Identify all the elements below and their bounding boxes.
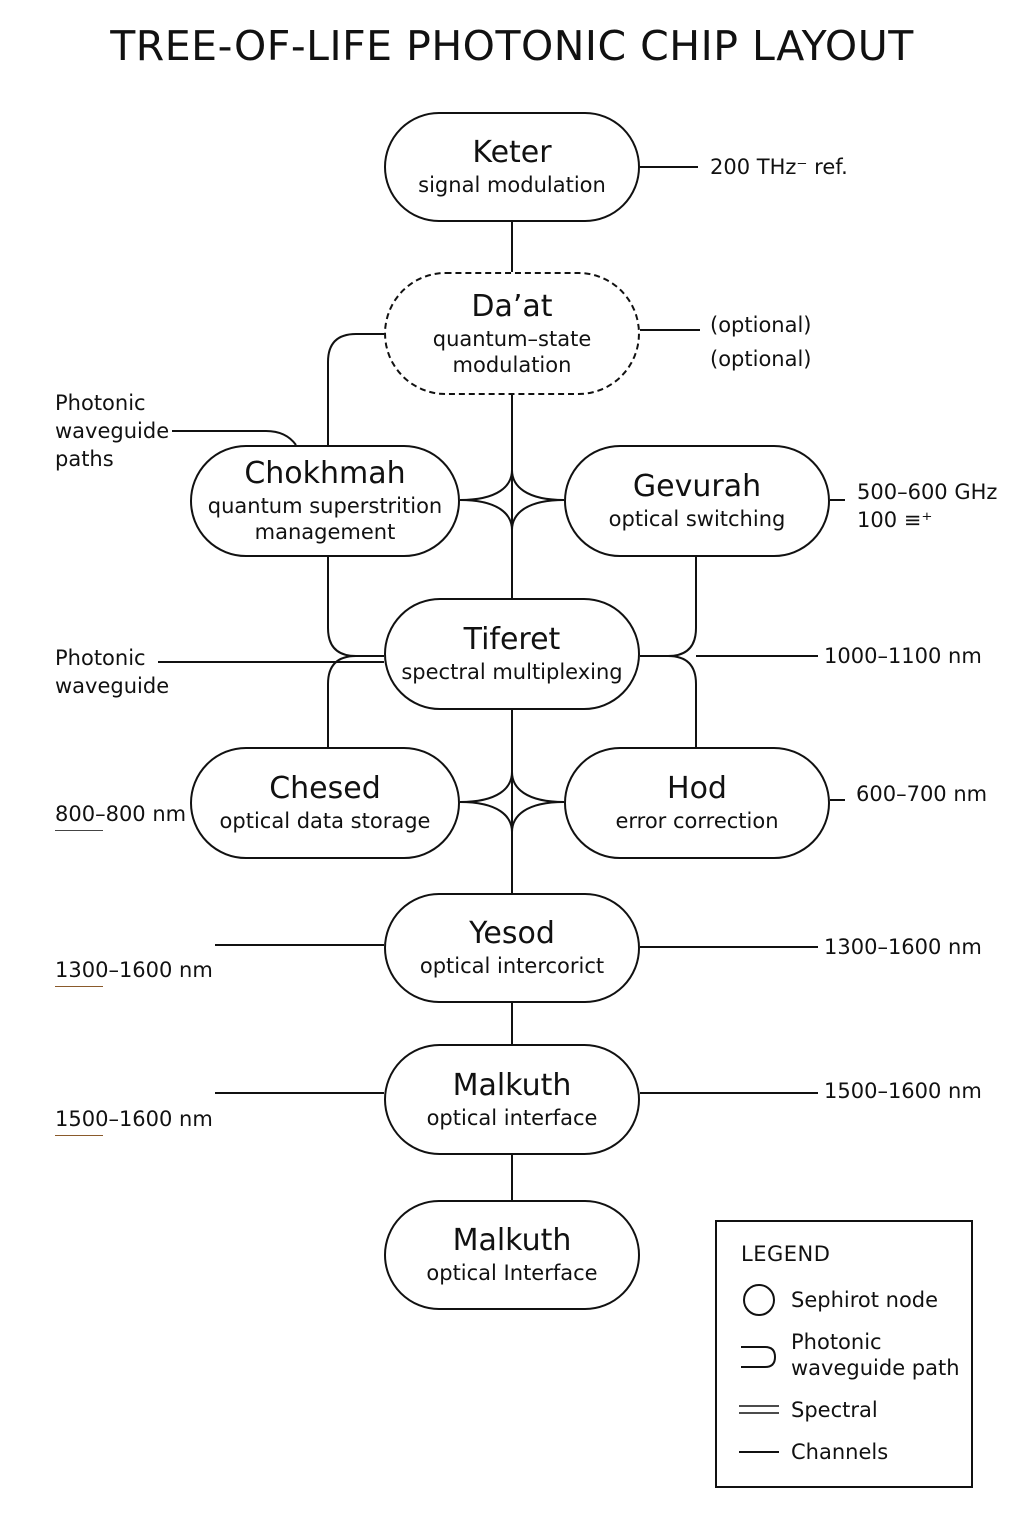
junction-lower-se [511, 801, 565, 833]
node-name: Malkuth [452, 1223, 572, 1258]
label-malkuth-left-text: 1500–1600 nm [55, 1107, 213, 1131]
node-desc: quantum superstrition management [207, 494, 443, 544]
node-chokhmah[interactable]: Chokhmah quantum superstrition managemen… [190, 445, 460, 557]
junction-lower-nw [459, 771, 513, 803]
node-name: Gevurah [632, 469, 762, 504]
node-desc: optical intercorict [419, 954, 605, 978]
label-waveguide-paths: Photonic waveguide paths [55, 391, 170, 471]
junction-lower-ne [511, 771, 565, 803]
circle-icon [743, 1284, 775, 1316]
node-name: Hod [667, 771, 727, 806]
label-gevurah-freq: 500–600 GHz 100 ≡⁺ [857, 480, 998, 532]
junction-upper-ne [511, 469, 565, 501]
node-desc: signal modulation [418, 173, 606, 197]
node-chesed[interactable]: Chesed optical data storage [190, 747, 460, 859]
junction-upper-sw [459, 499, 513, 531]
node-keter[interactable]: Keter signal modulation [384, 112, 640, 222]
label-underline [55, 1135, 103, 1136]
node-desc: error correction [615, 809, 779, 833]
node-malkuth-lower[interactable]: Malkuth optical Interface [384, 1200, 640, 1310]
legend-item-spectral: Spectral [791, 1398, 878, 1422]
junction-upper-nw [459, 469, 513, 501]
node-name: Da’at [471, 288, 553, 324]
node-malkuth[interactable]: Malkuth optical interface [384, 1044, 640, 1155]
path-chokhmah-tiferet [327, 557, 384, 657]
node-desc: optical Interface [426, 1261, 598, 1285]
label-waveguide: Photonic waveguide [55, 646, 170, 698]
node-tiferet[interactable]: Tiferet spectral multiplexing [384, 598, 640, 710]
node-desc: quantum–state modulation [432, 326, 592, 377]
junction-lower-sw [459, 801, 513, 833]
node-name: Tiferet [463, 622, 561, 657]
legend-item-waveguide: Photonic waveguide path [791, 1330, 960, 1380]
label-yesod-right-band: 1300–1600 nm [824, 935, 982, 959]
node-desc: optical data storage [219, 809, 431, 833]
label-yesod-left-band: 1300–1600 nm [55, 928, 213, 1015]
label-daat-optional: (optional) (optional) [710, 313, 812, 371]
path-tiferet-hod [640, 655, 697, 747]
label-hod-band: 600–700 nm [856, 782, 988, 806]
label-chesed-band: 800–800 nm [55, 772, 186, 859]
path-tiferet-chesed [327, 655, 384, 747]
node-name: Keter [472, 135, 552, 170]
node-desc: optical interface [426, 1105, 598, 1130]
junction-upper-se [511, 499, 565, 531]
page-title: TREE-OF-LIFE PHOTONIC CHIP LAYOUT [110, 22, 914, 70]
leader-waveguide-paths [172, 430, 297, 446]
node-yesod[interactable]: Yesod optical intercorict [384, 893, 640, 1003]
label-underline [55, 830, 103, 831]
double-line-icon [739, 1405, 779, 1414]
waveguide-path-icon [741, 1346, 777, 1368]
legend: LEGEND Sephirot node Photonic waveguide … [715, 1220, 973, 1488]
path-gevurah-tiferet [640, 557, 697, 657]
node-hod[interactable]: Hod error correction [564, 747, 830, 859]
legend-item-channels: Channels [791, 1440, 889, 1464]
path-daat-chokhmah [327, 333, 384, 445]
node-desc: spectral multiplexing [401, 660, 623, 684]
label-malkuth-left-band: 1500–1600 nm [55, 1077, 213, 1164]
node-name: Chesed [269, 771, 381, 806]
label-yesod-left-text: 1300–1600 nm [55, 958, 213, 982]
label-keter-ref: 200 THz⁻ ref. [710, 155, 848, 179]
label-chesed-band-text: 800–800 nm [55, 802, 187, 826]
label-tiferet-band: 1000–1100 nm [824, 644, 982, 668]
node-desc: optical switching [608, 507, 786, 531]
node-name: Malkuth [452, 1067, 572, 1103]
node-name: Yesod [469, 916, 555, 951]
node-name: Chokhmah [244, 456, 406, 491]
node-daat[interactable]: Da’at quantum–state modulation [384, 272, 640, 395]
label-malkuth-right-band: 1500–1600 nm [824, 1079, 982, 1103]
label-underline [55, 986, 103, 987]
node-gevurah[interactable]: Gevurah optical switching [564, 445, 830, 557]
legend-title: LEGEND [741, 1242, 831, 1266]
single-line-icon [739, 1451, 779, 1453]
legend-item-node: Sephirot node [791, 1288, 939, 1312]
